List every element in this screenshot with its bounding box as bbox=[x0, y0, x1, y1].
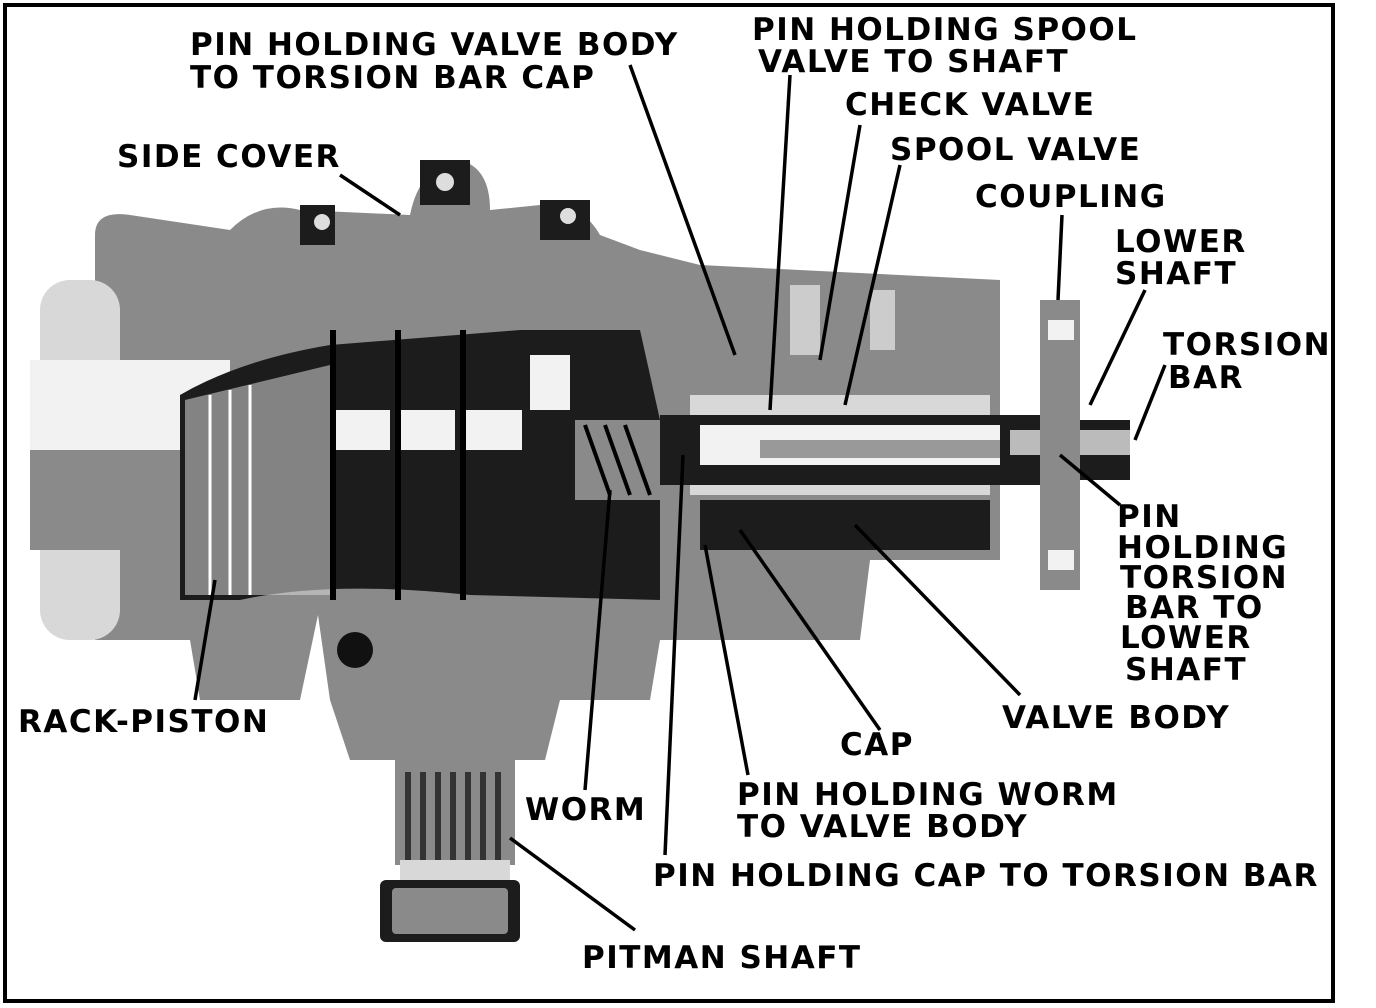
leader-lower-shaft bbox=[1088, 289, 1147, 406]
leader-torsion-bar bbox=[1133, 364, 1167, 441]
label-pin-torsion-6: SHAFT bbox=[1125, 652, 1247, 688]
label-rack-piston: RACK-PISTON bbox=[18, 704, 269, 740]
leader-rack-piston bbox=[193, 579, 217, 701]
leader-pin-spool bbox=[768, 74, 792, 411]
label-pitman-shaft: PITMAN SHAFT bbox=[582, 940, 862, 976]
label-pin-cap: PIN HOLDING CAP TO TORSION BAR bbox=[653, 858, 1319, 894]
label-coupling: COUPLING bbox=[975, 179, 1167, 215]
label-pin-torsion-5: LOWER bbox=[1120, 620, 1252, 656]
leader-pin-worm bbox=[703, 544, 750, 776]
leader-check-valve bbox=[818, 124, 862, 361]
label-worm: WORM bbox=[525, 792, 646, 828]
label-pin-worm-2: TO VALVE BODY bbox=[737, 809, 1028, 845]
leader-pin-torsion bbox=[1058, 453, 1122, 507]
label-side-cover: SIDE COVER bbox=[117, 139, 341, 175]
label-torsion-bar-1: TORSION bbox=[1163, 327, 1331, 363]
label-lower-shaft-1: LOWER bbox=[1115, 224, 1247, 260]
label-torsion-bar-2: BAR bbox=[1168, 360, 1244, 396]
label-lower-shaft-2: SHAFT bbox=[1115, 256, 1237, 292]
leader-valve-body bbox=[853, 523, 1022, 697]
leader-pin-valve-body bbox=[628, 64, 737, 356]
label-pin-valve-body-1: PIN HOLDING VALVE BODY bbox=[190, 27, 679, 63]
label-pin-spool-2: VALVE TO SHAFT bbox=[758, 44, 1069, 80]
labels: PIN HOLDING VALVE BODY TO TORSION BAR CA… bbox=[18, 12, 1331, 976]
label-pin-torsion-2: HOLDING bbox=[1117, 530, 1288, 566]
leader-worm bbox=[583, 489, 612, 791]
label-pin-torsion-1: PIN bbox=[1117, 499, 1182, 535]
label-pin-worm-1: PIN HOLDING WORM bbox=[737, 777, 1119, 813]
label-check-valve: CHECK VALVE bbox=[845, 87, 1095, 123]
label-valve-body: VALVE BODY bbox=[1002, 700, 1230, 736]
label-pin-torsion-3: TORSION bbox=[1120, 560, 1288, 596]
leader-pin-cap bbox=[663, 454, 685, 856]
leader-coupling bbox=[1056, 214, 1064, 301]
label-cap: CAP bbox=[840, 727, 914, 763]
label-pin-torsion-4: BAR TO bbox=[1125, 590, 1264, 626]
frame-border bbox=[3, 3, 1335, 1003]
leader-spool-valve bbox=[843, 164, 902, 406]
steering-gear-illustration bbox=[30, 160, 1130, 942]
label-pin-spool-1: PIN HOLDING SPOOL bbox=[752, 12, 1138, 48]
label-spool-valve: SPOOL VALVE bbox=[890, 132, 1141, 168]
leader-side-cover bbox=[339, 173, 401, 217]
leader-pitman-shaft bbox=[508, 836, 637, 932]
leader-cap bbox=[738, 528, 882, 732]
leader-lines bbox=[193, 64, 1167, 932]
label-pin-valve-body-2: TO TORSION BAR CAP bbox=[190, 60, 595, 96]
